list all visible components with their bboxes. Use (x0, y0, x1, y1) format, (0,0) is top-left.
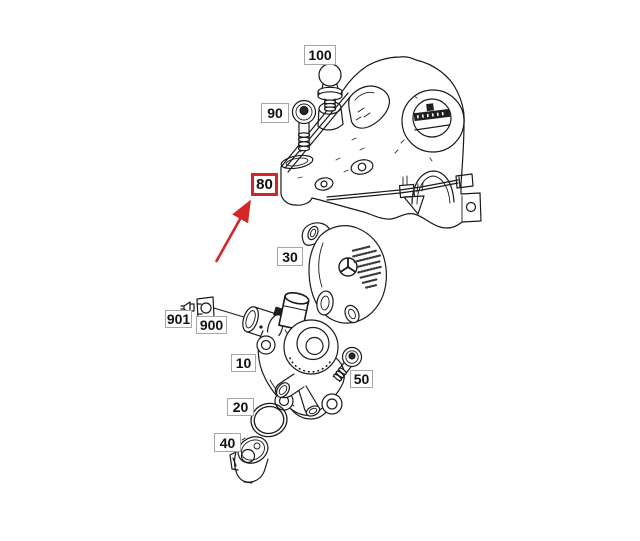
part-high-pressure-pump-10 (256, 292, 345, 420)
callout-100[interactable]: 100 (304, 45, 336, 65)
part-roller-tappet-40 (229, 436, 269, 484)
part-screw-50 (332, 346, 363, 383)
part-screw-90 (291, 99, 317, 152)
callout-50[interactable]: 50 (350, 370, 373, 388)
callout-90[interactable]: 90 (261, 103, 289, 123)
callout-30[interactable]: 30 (277, 247, 303, 266)
callout-40[interactable]: 40 (214, 433, 241, 452)
part-o-ring-20 (250, 402, 288, 438)
callout-80-highlighted[interactable]: 80 (251, 173, 278, 196)
callout-10[interactable]: 10 (231, 354, 256, 372)
mercedes-star-icon (338, 257, 358, 277)
brand-band-label (413, 103, 451, 122)
part-sound-capsule-30 (301, 222, 387, 324)
highlight-arrow (214, 199, 251, 263)
part-ball-pin-100 (317, 63, 343, 112)
part-housing-cover-80 (280, 56, 482, 229)
capsule-text-block (351, 245, 382, 289)
callout-901[interactable]: 901 (165, 310, 192, 328)
callout-900[interactable]: 900 (196, 316, 227, 334)
callout-20[interactable]: 20 (227, 398, 254, 416)
